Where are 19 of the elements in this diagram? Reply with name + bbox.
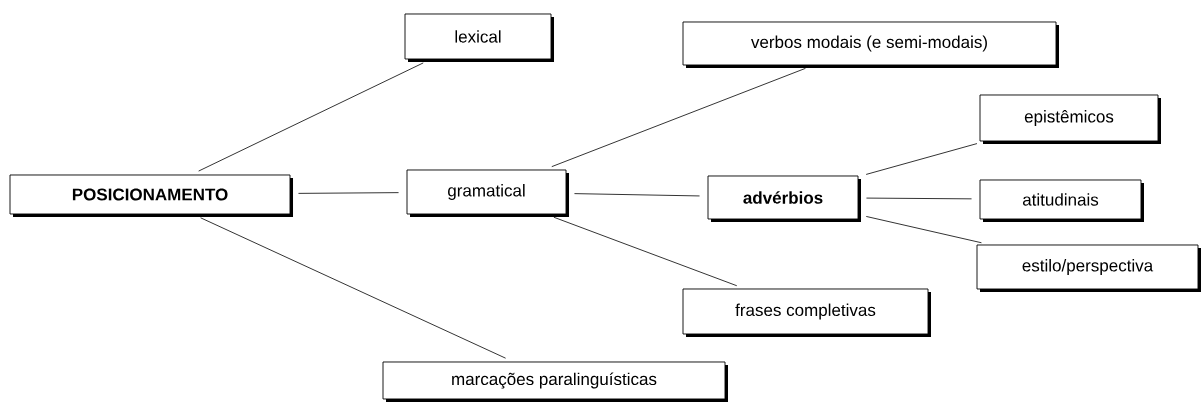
connector-line	[865, 216, 982, 244]
text-box: advérbios	[707, 175, 861, 222]
text-box: marcações paralinguísticas	[382, 361, 728, 402]
text-box: POSICIONAMENTO	[9, 174, 293, 217]
text-box: gramatical	[406, 169, 569, 217]
connector-line	[200, 217, 506, 359]
text-box: atitudinais	[979, 179, 1144, 222]
connector-line	[298, 192, 399, 194]
connector-line	[866, 197, 972, 200]
text-box: verbos modais (e semi-modais)	[682, 21, 1059, 68]
connector-line	[574, 193, 700, 197]
connector-line	[198, 62, 424, 172]
text-box: lexical	[404, 13, 554, 62]
text-box: epistêmicos	[979, 94, 1161, 144]
connector-line	[551, 67, 806, 168]
text-box: estilo/perspectiva	[976, 244, 1201, 292]
text-box: frases completivas	[682, 288, 931, 337]
connector-line	[865, 143, 978, 175]
connector-line	[553, 216, 738, 287]
